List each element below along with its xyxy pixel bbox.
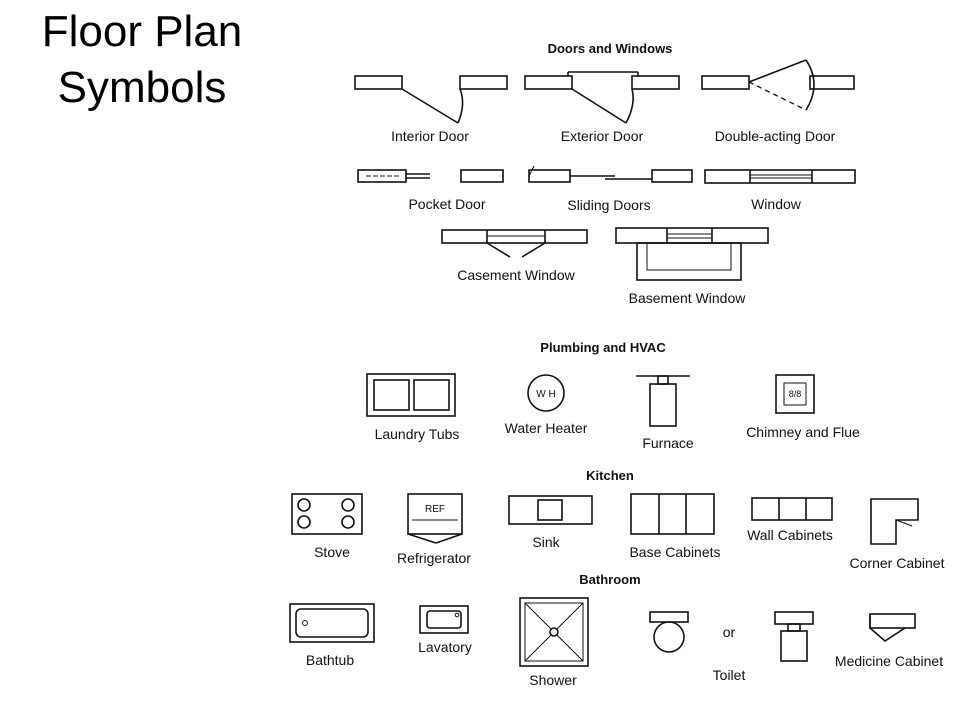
label-interior-door: Interior Door: [391, 128, 469, 144]
bathtub-symbol: [289, 603, 375, 643]
basement-window-symbol: [615, 227, 769, 281]
label-chimney-flue: Chimney and Flue: [746, 424, 860, 440]
double-acting-door-symbol: [701, 59, 855, 111]
label-exterior-door: Exterior Door: [561, 128, 644, 144]
base-cabinets-symbol: [630, 493, 715, 535]
chimney-mark: 8/8: [789, 389, 802, 399]
label-double-acting-door: Double-acting Door: [715, 128, 836, 144]
section-plumbing-hvac: Plumbing and HVAC: [540, 340, 666, 355]
laundry-tubs-symbol: [366, 373, 456, 417]
label-sliding-doors: Sliding Doors: [567, 197, 650, 213]
label-lavatory: Lavatory: [418, 639, 472, 655]
slide-title: Floor Plan Symbols: [22, 4, 262, 116]
interior-door-symbol: [354, 75, 508, 124]
section-kitchen: Kitchen: [586, 468, 634, 483]
label-pocket-door: Pocket Door: [408, 196, 485, 212]
label-refrigerator: Refrigerator: [397, 550, 471, 566]
corner-cabinet-symbol: [870, 498, 919, 545]
chimney-flue-symbol: [775, 374, 815, 414]
sink-symbol: [508, 495, 593, 525]
label-casement-window: Casement Window: [457, 267, 575, 283]
label-water-heater: Water Heater: [505, 420, 588, 436]
water-heater-mark: W H: [536, 389, 555, 400]
label-sink: Sink: [532, 534, 560, 550]
label-base-cabinets: Base Cabinets: [629, 544, 720, 560]
water-heater-symbol: [527, 374, 565, 412]
medicine-cabinet-symbol: [869, 613, 916, 642]
sliding-doors-symbol: [528, 165, 693, 183]
window-symbol: [704, 169, 856, 184]
refrigerator-mark: REF: [425, 504, 445, 515]
label-toilet: Toilet: [713, 667, 746, 683]
exterior-door-symbol: [524, 71, 680, 124]
label-or: or: [723, 624, 736, 640]
pocket-door-symbol: [357, 169, 504, 183]
furnace-symbol: [636, 375, 690, 427]
label-furnace: Furnace: [642, 435, 694, 451]
label-window: Window: [751, 196, 802, 212]
label-medicine-cabinet: Medicine Cabinet: [835, 653, 943, 669]
stove-symbol: [291, 493, 363, 535]
wall-cabinets-symbol: [751, 497, 833, 521]
label-shower: Shower: [529, 672, 577, 688]
label-basement-window: Basement Window: [629, 290, 747, 306]
label-bathtub: Bathtub: [306, 652, 354, 668]
section-doors-windows: Doors and Windows: [548, 41, 673, 56]
toilet-symbol-round: [649, 611, 689, 653]
title-line-2: Symbols: [57, 63, 227, 112]
lavatory-symbol: [419, 605, 469, 634]
label-laundry-tubs: Laundry Tubs: [375, 426, 460, 442]
title-line-1: Floor Plan: [41, 7, 243, 56]
section-bathroom: Bathroom: [579, 572, 640, 587]
label-corner-cabinet: Corner Cabinet: [850, 555, 945, 571]
shower-symbol: [519, 597, 589, 667]
label-stove: Stove: [314, 544, 350, 560]
refrigerator-symbol: [407, 493, 463, 544]
casement-window-symbol: [441, 229, 588, 258]
toilet-symbol-square: [774, 611, 814, 662]
label-wall-cabinets: Wall Cabinets: [747, 527, 833, 543]
